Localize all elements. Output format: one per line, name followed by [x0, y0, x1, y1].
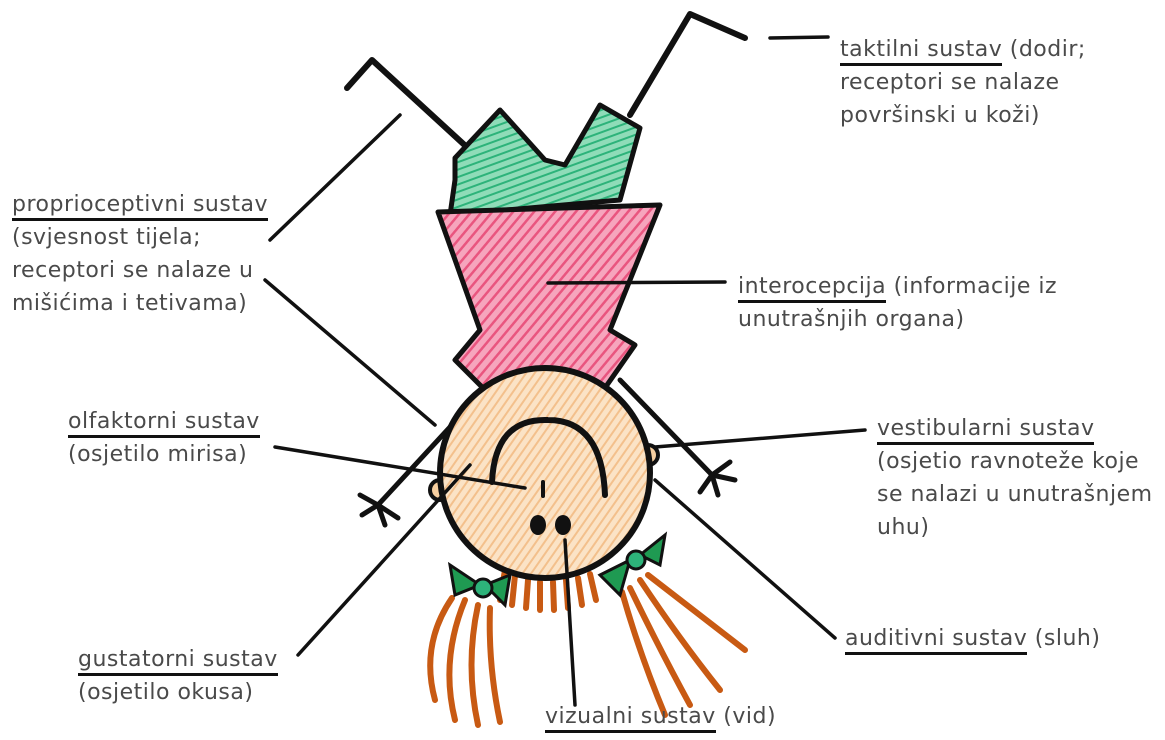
label-olfaktorni: olfaktorni sustav (osjetilo mirisa) — [68, 405, 260, 471]
left-leg — [347, 60, 470, 150]
leader-proprioceptivni-bottom — [265, 280, 435, 425]
term-vestibularni: vestibularni sustav — [877, 416, 1094, 445]
label-vizualni: vizualni sustav (vid) — [545, 700, 776, 733]
label-proprioceptivni: proprioceptivni sustav (svjesnost tijela… — [12, 188, 268, 320]
label-interocepcija: interocepcija (informacije iz unutrašnji… — [738, 270, 1057, 336]
term-taktilni: taktilni sustav — [840, 37, 1002, 66]
right-eye — [555, 515, 571, 535]
shorts — [450, 105, 640, 215]
term-gustatorni: gustatorni sustav — [78, 647, 278, 676]
term-proprioceptivni: proprioceptivni sustav — [12, 192, 268, 221]
term-olfaktorni: olfaktorni sustav — [68, 409, 260, 438]
right-leg — [630, 14, 745, 115]
label-taktilni: taktilni sustav (dodir; receptori se nal… — [840, 33, 1086, 132]
leader-taktilni — [770, 37, 828, 38]
leader-vestibularni — [655, 430, 865, 447]
head — [440, 368, 650, 578]
leader-interocepcija — [548, 282, 725, 283]
leader-proprioceptivni-top — [270, 115, 400, 240]
label-vestibularni: vestibularni sustav (osjetio ravnoteže k… — [877, 412, 1153, 544]
legs — [347, 14, 745, 150]
term-auditivni: auditivni sustav — [845, 626, 1027, 655]
leader-auditivni — [655, 480, 835, 638]
term-vizualni: vizualni sustav — [545, 704, 716, 733]
label-auditivni: auditivni sustav (sluh) — [845, 622, 1100, 655]
label-gustatorni: gustatorni sustav (osjetilo okusa) — [78, 643, 278, 709]
leader-gustatorni — [298, 465, 470, 655]
left-eye — [530, 515, 546, 535]
term-interocepcija: interocepcija — [738, 274, 886, 303]
